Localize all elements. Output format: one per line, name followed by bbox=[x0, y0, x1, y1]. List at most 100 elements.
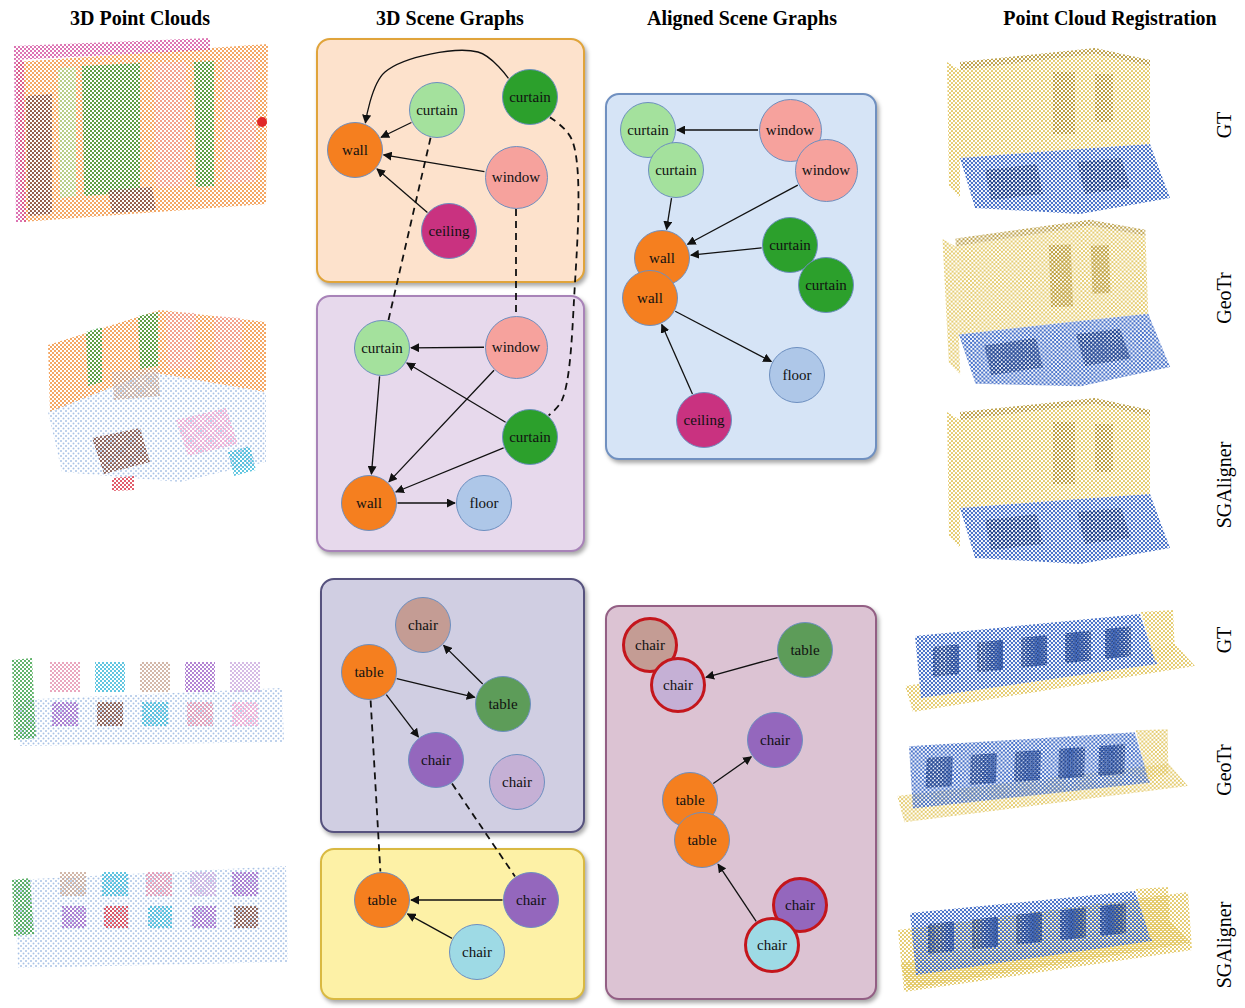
table-segment bbox=[234, 906, 258, 928]
scene-graph-panel: curtain window curtain wall floor bbox=[316, 295, 585, 552]
node-label: curtain bbox=[509, 90, 551, 105]
node-label: chair bbox=[421, 753, 451, 768]
method-label: GeoTr bbox=[1214, 744, 1235, 796]
object-node-circle: window bbox=[485, 316, 548, 379]
object-node-circle: curtain bbox=[798, 257, 854, 313]
relation-arrow bbox=[688, 185, 798, 244]
window-segment bbox=[224, 59, 256, 184]
method-label: GeoTr bbox=[1214, 272, 1235, 324]
point-cloud-room-4 bbox=[12, 866, 288, 968]
chair-segment bbox=[102, 872, 128, 896]
node-label: ceiling bbox=[684, 413, 725, 428]
node-label: table bbox=[675, 793, 704, 808]
wall-segment bbox=[16, 44, 268, 222]
relation-arrow bbox=[411, 347, 484, 349]
table-segment bbox=[62, 906, 86, 928]
object-node-circle: table bbox=[341, 644, 397, 700]
chair-segment bbox=[60, 872, 86, 896]
relation-arrow bbox=[411, 899, 503, 900]
relation-arrow bbox=[381, 122, 411, 137]
object-node-circle: window bbox=[795, 139, 858, 202]
label-text: SGAligner bbox=[1213, 902, 1235, 989]
node-label: curtain bbox=[416, 103, 458, 118]
label-text: 3D Point Clouds bbox=[70, 7, 210, 29]
node-label: curtain bbox=[655, 163, 697, 178]
node-label: ceiling bbox=[429, 224, 470, 239]
chair-segment bbox=[185, 662, 215, 692]
object-node-circle: chair bbox=[395, 597, 451, 653]
object-node-circle: table bbox=[354, 872, 410, 928]
wall-segment bbox=[12, 658, 36, 740]
node-label: curtain bbox=[627, 123, 669, 138]
object-node-circle: ceiling bbox=[676, 392, 732, 448]
table-segment bbox=[232, 702, 258, 726]
table-segment bbox=[92, 428, 150, 474]
relation-arrow bbox=[396, 448, 504, 492]
ceiling-segment bbox=[14, 38, 210, 60]
relation-arrow bbox=[384, 155, 485, 172]
node-label: curtain bbox=[769, 238, 811, 253]
column-header: Point Cloud Registration bbox=[1003, 8, 1216, 29]
node-label: wall bbox=[637, 291, 663, 306]
node-label: window bbox=[492, 340, 540, 355]
object-node-circle: wall bbox=[327, 122, 383, 178]
object-node-circle: wall bbox=[622, 270, 678, 326]
window-segment bbox=[166, 312, 196, 369]
object-node-circle: window bbox=[485, 146, 548, 209]
wall-segment bbox=[12, 878, 34, 936]
correspondence-line bbox=[549, 117, 579, 415]
node-label: chair bbox=[757, 938, 787, 953]
node-label: floor bbox=[782, 368, 811, 383]
point-cloud-room-2 bbox=[48, 310, 266, 491]
floor-segment bbox=[16, 688, 284, 746]
scene-graph-panel: curtaincurtainwindowwindowwallwallcurtai… bbox=[605, 93, 877, 460]
label-text: Aligned Scene Graphs bbox=[647, 7, 837, 29]
table-segment bbox=[192, 906, 216, 928]
chair-segment bbox=[140, 662, 170, 692]
chair-segment bbox=[230, 662, 260, 692]
object-node-circle: chair bbox=[747, 712, 803, 768]
label-text: GeoTr bbox=[1213, 744, 1235, 796]
node-label: chair bbox=[785, 898, 815, 913]
node-label: table bbox=[354, 665, 383, 680]
object-node-circle: chair bbox=[449, 924, 505, 980]
chair-segment bbox=[190, 872, 216, 896]
node-label: curtain bbox=[805, 278, 847, 293]
column-header: 3D Point Clouds bbox=[70, 8, 210, 29]
node-label: curtain bbox=[509, 430, 551, 445]
node-label: wall bbox=[342, 143, 368, 158]
method-label: GT bbox=[1214, 627, 1235, 654]
label-text: Point Cloud Registration bbox=[1003, 7, 1216, 29]
relation-arrow bbox=[377, 169, 427, 212]
relation-arrow bbox=[397, 679, 475, 698]
node-label: floor bbox=[469, 496, 498, 511]
object-node-circle: wall bbox=[341, 475, 397, 531]
scene-graph-panel: table chairchair bbox=[320, 848, 585, 1000]
scene-graph-panel: chairchairtablechairtabletablechairchair bbox=[605, 605, 877, 1000]
registration-result bbox=[947, 398, 1170, 564]
relation-arrow bbox=[444, 645, 483, 684]
curtain-segment bbox=[82, 63, 140, 196]
object-node-circle: table bbox=[475, 676, 531, 732]
object-segment bbox=[26, 94, 52, 216]
table-segment bbox=[142, 702, 168, 726]
relation-arrow bbox=[713, 757, 751, 784]
object-node-circle: chair bbox=[503, 872, 559, 928]
object-node-circle: floor bbox=[456, 475, 512, 531]
ceiling-segment bbox=[14, 60, 26, 222]
node-label: chair bbox=[663, 678, 693, 693]
node-label: curtain bbox=[361, 341, 403, 356]
sofa-segment bbox=[176, 408, 238, 456]
node-label: table bbox=[488, 697, 517, 712]
object-node-circle: chair bbox=[408, 732, 464, 788]
object-segment bbox=[228, 446, 256, 476]
relation-arrow bbox=[718, 864, 756, 921]
object-node-circle: ceiling bbox=[421, 203, 477, 259]
floor-segment bbox=[14, 866, 288, 968]
method-label: SGAligner bbox=[1214, 902, 1235, 989]
relation-arrow bbox=[371, 376, 379, 474]
object-node-circle: curtain bbox=[502, 69, 558, 125]
table-segment bbox=[104, 906, 128, 928]
